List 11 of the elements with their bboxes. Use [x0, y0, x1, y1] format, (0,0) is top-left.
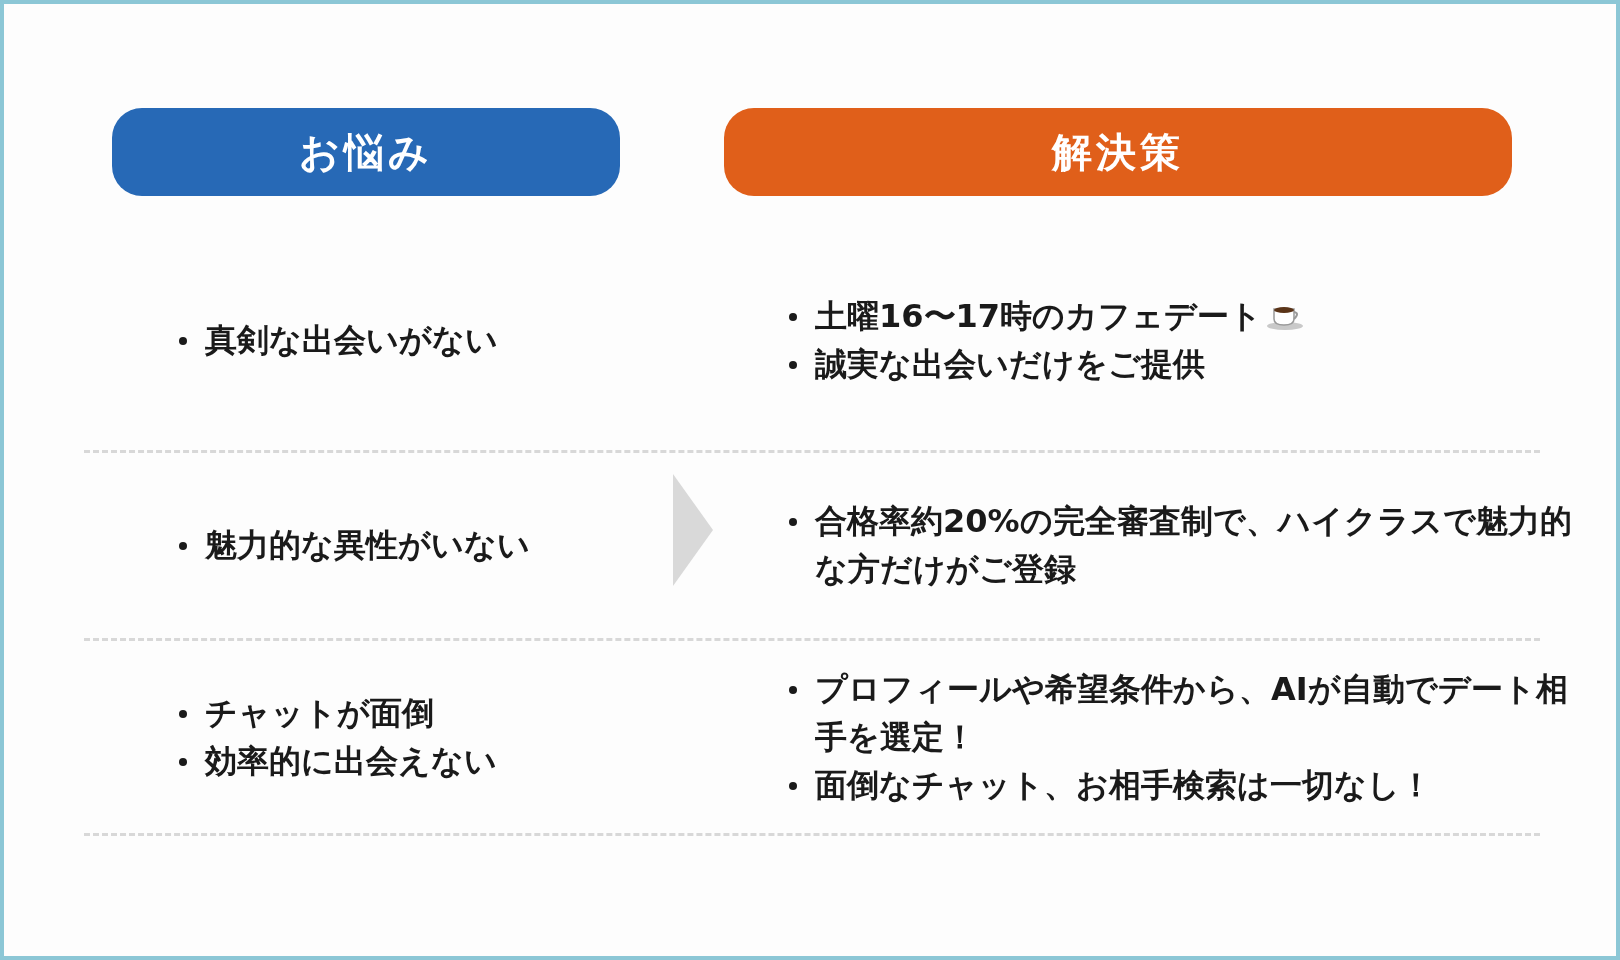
list-item-text: チャットが面倒 [205, 693, 434, 732]
header-pill: 解決策 [724, 108, 1512, 196]
list-item-text: 合格率約20%の完全審査制で、ハイクラスで魅力的な方だけがご登録 [815, 502, 1572, 588]
list-item-text: 真剣な出会いがない [205, 321, 498, 359]
list-item-text: 土曜16〜17時のカフェデート [815, 297, 1263, 335]
list-item-text: 面倒なチャット、お相手検索は一切なし！ [815, 765, 1432, 804]
list-item-text: 誠実な出会いだけをご提供 [815, 345, 1205, 383]
list-item-text: 魅力的な異性がいない [205, 526, 530, 564]
list-item-text: 効率的に出会えない [205, 741, 497, 780]
header-pill: お悩み [112, 108, 620, 196]
list-item-text: プロフィールや希望条件から、AIが自動でデート相手を選定！ [815, 669, 1568, 756]
